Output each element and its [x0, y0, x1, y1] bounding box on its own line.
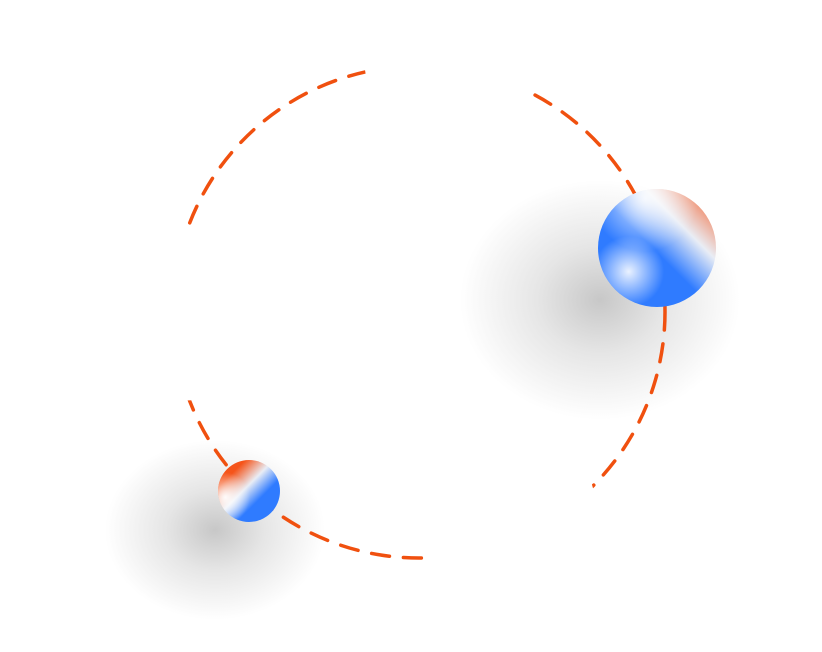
orbit-gap-left [140, 225, 200, 402]
small-planet-shadow [105, 440, 325, 620]
orbit-gap-top [360, 36, 540, 121]
orbit-gap-bottom-right [430, 478, 620, 600]
small-planet [218, 460, 280, 522]
large-planet [598, 189, 716, 307]
